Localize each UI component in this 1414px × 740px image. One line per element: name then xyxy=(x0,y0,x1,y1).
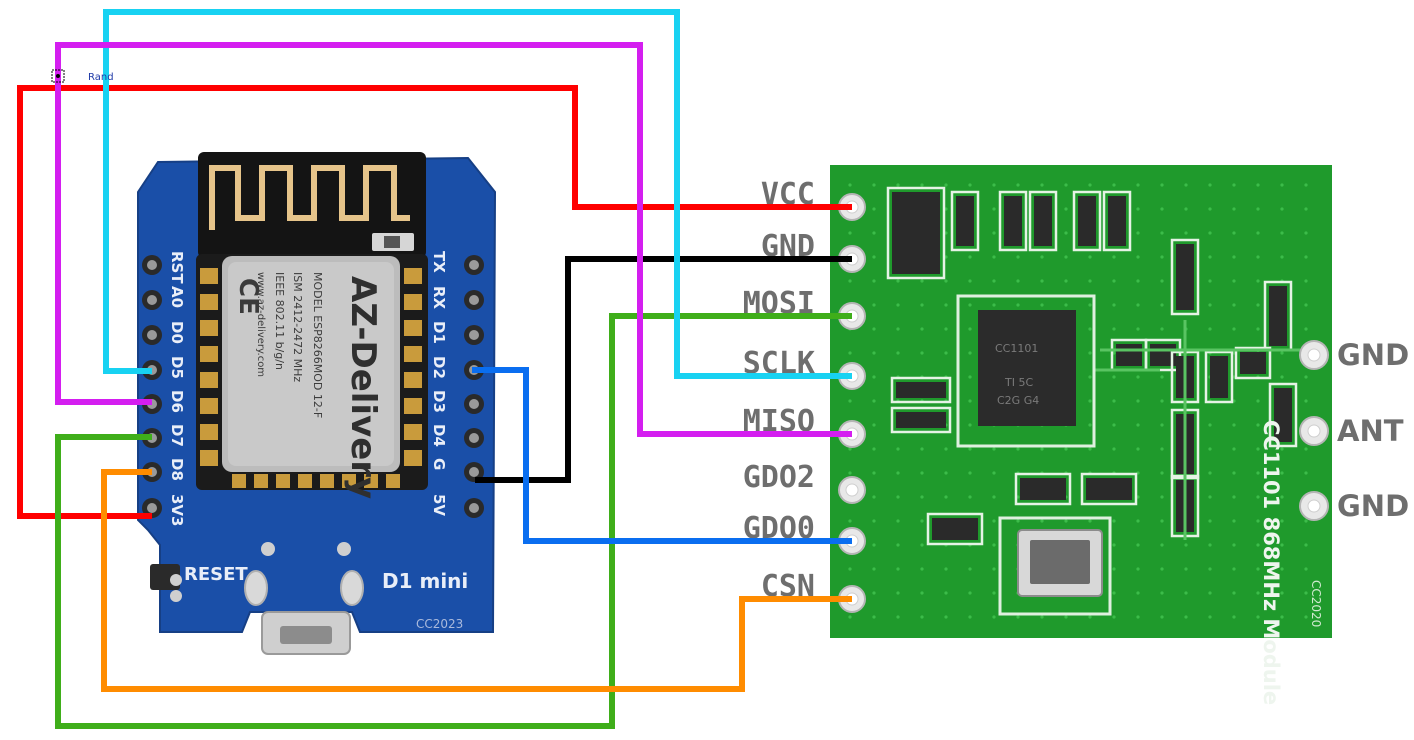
wemos-d1-mini-board: AZ-Delivery MODEL ESP8266MOD 12-F ISM 24… xyxy=(137,152,497,655)
wire-vcc xyxy=(17,85,852,519)
wemos-label-rx: RX xyxy=(430,286,448,310)
reset-label: RESET xyxy=(184,564,248,585)
wemos-label-d0: D0 xyxy=(168,321,186,344)
chip-text-line3: C2G G4 xyxy=(997,394,1039,407)
wemos-label-3v3: 3V3 xyxy=(168,494,186,526)
cc1101-right-header xyxy=(1299,340,1329,521)
wemos-label-d3: D3 xyxy=(430,390,448,413)
cc1101-vertical-label: CC1101 868MHz Module xyxy=(1259,420,1283,705)
anchor-icon xyxy=(51,69,65,83)
esp-brand-text: AZ-Delivery xyxy=(343,276,383,499)
pcb-antenna-trace xyxy=(209,165,410,230)
esp-model-text: MODEL ESP8266MOD 12-F xyxy=(311,272,324,418)
cc1101-right-label-ant-2: ANT xyxy=(1337,414,1404,448)
wemos-label-d6: D6 xyxy=(168,390,186,413)
wemos-copyright: CC2023 xyxy=(416,617,463,631)
wire-miso xyxy=(55,42,852,437)
wires xyxy=(17,9,852,729)
wire-gdo0 xyxy=(472,367,852,544)
wemos-label-a0: A0 xyxy=(168,286,186,308)
wemos-label-d8: D8 xyxy=(168,458,186,481)
wire-gnd xyxy=(475,256,852,483)
wemos-label-tx: TX xyxy=(430,251,448,273)
crystal-outline xyxy=(998,516,1112,616)
wemos-label-d1: D1 xyxy=(430,321,448,344)
wemos-left-header xyxy=(142,255,162,518)
wire-csn xyxy=(101,469,852,692)
chip-text-line2: TI 5C xyxy=(1004,376,1033,389)
esp-castellated-pads xyxy=(200,268,422,488)
cc1101-chip-outline xyxy=(956,294,1096,448)
rand-label: Rand xyxy=(88,72,114,83)
wemos-label-d5: D5 xyxy=(168,356,186,379)
esp-module-marking: AZ-Delivery MODEL ESP8266MOD 12-F ISM 24… xyxy=(255,272,383,499)
rand-annotation: Rand xyxy=(51,69,114,83)
cc1101-label-gdo2: GDO2 xyxy=(743,460,815,495)
wire-sclk xyxy=(103,9,852,379)
cc1101-module-board: CC1101 TI 5C C2G G4 CC1101 868MHz Module… xyxy=(830,165,1332,705)
wemos-label-g: G xyxy=(430,458,448,470)
esp-ism-text: ISM 2412-2472 MHz xyxy=(291,272,304,382)
wemos-label-d4: D4 xyxy=(430,424,448,447)
d1-mini-label: D1 mini xyxy=(382,569,468,593)
wemos-label-5v: 5V xyxy=(430,494,448,516)
wire-mosi xyxy=(55,313,852,729)
cc1101-components xyxy=(886,186,1300,546)
wemos-label-d7: D7 xyxy=(168,424,186,447)
cc1101-right-labels: GND ANT GND xyxy=(1337,338,1409,523)
chip-text-line1: CC1101 xyxy=(995,342,1038,355)
wemos-label-d2: D2 xyxy=(430,356,448,379)
esp-ieee-text: IEEE 802.11 b/g/n xyxy=(273,272,286,370)
cc1101-right-label-gnd-3: GND xyxy=(1337,489,1409,523)
cc1101-copyright: CC2020 xyxy=(1309,580,1323,627)
ce-mark: CE xyxy=(233,278,263,315)
cc1101-right-label-gnd-1: GND xyxy=(1337,338,1409,372)
cc1101-chip xyxy=(978,310,1076,426)
wemos-label-rst: RST xyxy=(168,251,186,284)
esp-url-text: www.az-delivery.com xyxy=(255,272,266,377)
